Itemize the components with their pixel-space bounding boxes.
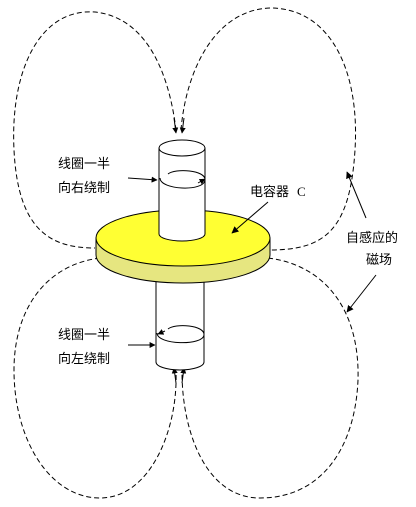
lower-coil-rod — [155, 269, 205, 371]
field-loop-upper-left — [13, 11, 177, 249]
upper-coil-label-line2: 向右绕制 — [58, 180, 110, 196]
field-loop-lower-right — [181, 257, 359, 499]
field-label-line1: 自感应的 — [346, 230, 398, 246]
field-arrow-upper-left — [172, 117, 179, 134]
capacitor-label: 电容器 C — [250, 183, 306, 200]
field-pointer-upper — [346, 171, 367, 219]
lower-coil-label-line1: 线圈一半 — [58, 328, 110, 343]
upper-coil-pointer — [127, 176, 158, 183]
upper-coil-turn-icon — [159, 170, 206, 189]
capacitor-label-prefix: 电容器 — [250, 184, 289, 200]
field-loop-lower-left — [13, 257, 177, 499]
field-arrow-upper-right — [179, 117, 186, 134]
capacitor-label-letter: C — [297, 184, 306, 199]
upper-coil-label-line1: 线圈一半 — [58, 157, 110, 172]
field-loop-upper-right — [180, 7, 357, 251]
lower-coil-turn-icon — [156, 325, 205, 344]
lower-coil-label-line2: 向左绕制 — [58, 351, 110, 367]
field-label-line2: 磁场 — [366, 253, 392, 268]
field-arrow-lower-left — [171, 367, 178, 384]
upper-coil-rod — [158, 139, 206, 242]
field-pointer-lower — [346, 274, 377, 313]
magnetic-field-lines — [13, 7, 359, 499]
capacitor-pointer — [231, 201, 269, 234]
field-arrow-lower-right — [180, 367, 187, 384]
